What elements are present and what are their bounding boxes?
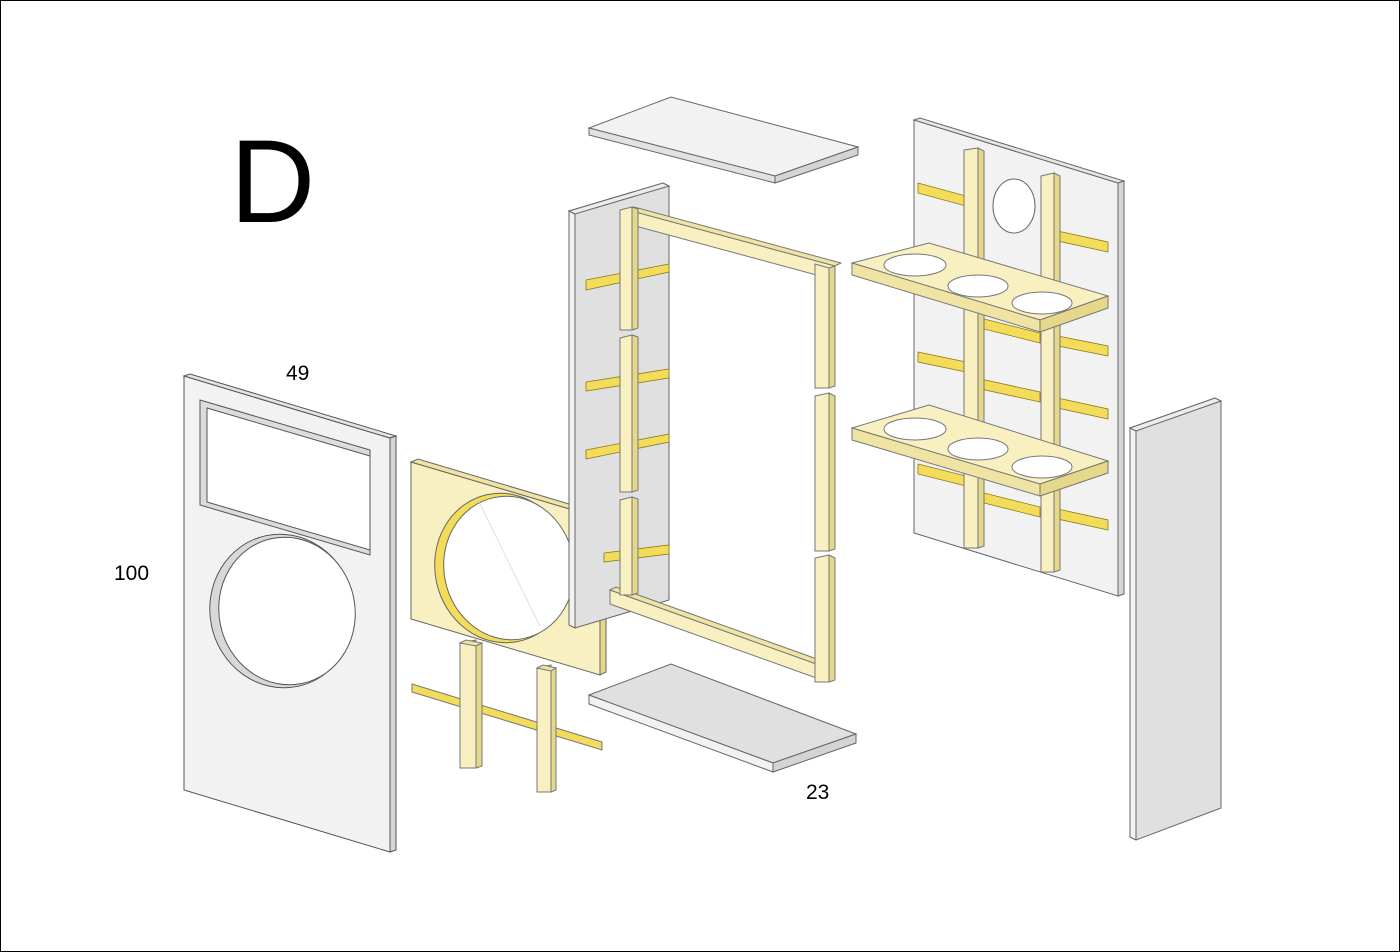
front-door-panel xyxy=(182,373,398,853)
top-panel xyxy=(587,96,860,184)
back-panel-port-hole xyxy=(992,178,1036,234)
door-round-opening xyxy=(209,533,356,689)
left-side-panel xyxy=(567,182,671,629)
door-window-cutout xyxy=(199,399,371,556)
dimension-depth-label: 23 xyxy=(806,781,829,804)
speaker-baffle-panel xyxy=(409,458,608,676)
inner-frame xyxy=(608,206,843,683)
lower-shelf-hole xyxy=(947,437,1009,461)
bottom-panel xyxy=(587,663,858,773)
dimension-width-label: 49 xyxy=(286,362,309,385)
lower-shelf-hole xyxy=(1011,455,1073,479)
upper-shelf-hole xyxy=(947,274,1009,298)
dimension-height-label: 100 xyxy=(114,562,149,585)
loose-battens xyxy=(411,639,603,793)
upper-shelf-hole xyxy=(1011,291,1073,315)
panel-letter: D xyxy=(230,116,315,248)
lower-shelf-hole xyxy=(883,417,947,441)
right-side-panel xyxy=(1128,397,1223,841)
upper-shelf xyxy=(850,242,1110,333)
lower-shelf xyxy=(850,404,1110,497)
upper-shelf-hole xyxy=(883,253,947,277)
